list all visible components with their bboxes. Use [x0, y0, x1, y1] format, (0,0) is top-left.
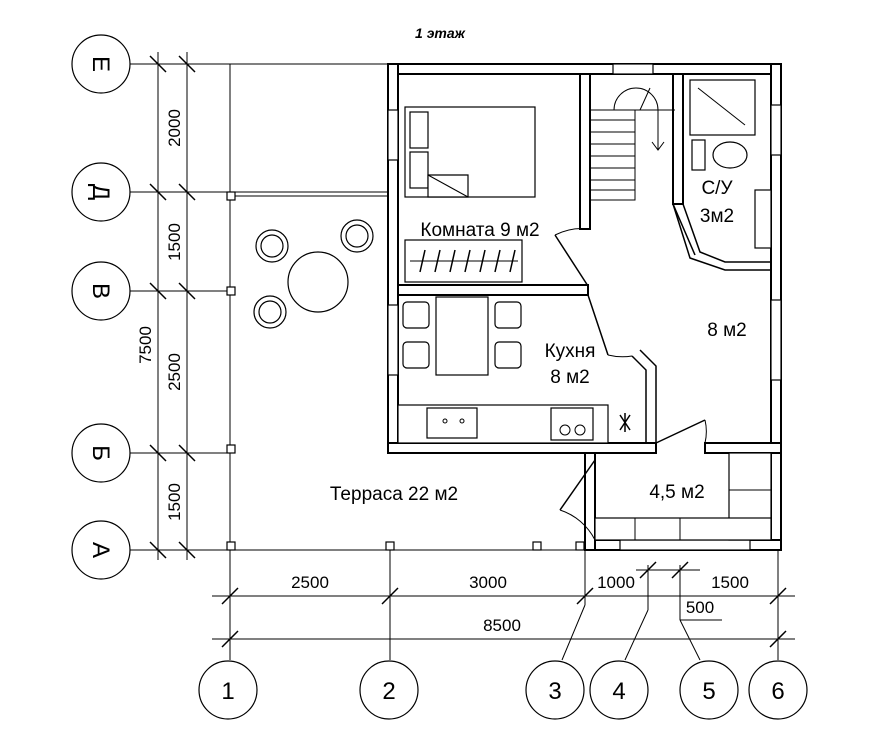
vestibule-furniture — [594, 452, 772, 541]
label-hall: 8 м2 — [707, 320, 746, 341]
horizontal-dimensions: 2500 3000 1000 1500 500 8500 — [291, 573, 749, 635]
terrace-outline — [226, 63, 585, 551]
label-bath-name: С/У — [701, 178, 733, 199]
axis-row-b: Б — [87, 445, 114, 461]
dim-1500: 1500 — [711, 573, 749, 592]
dim-2500: 2500 — [291, 573, 329, 592]
staircase — [589, 87, 675, 201]
axis-col-3: 3 — [548, 678, 561, 705]
label-bath-area: 3м2 — [700, 206, 734, 227]
axis-col-4: 4 — [612, 678, 625, 705]
axis-col-2: 2 — [382, 678, 395, 705]
dim-v-2500: 2500 — [165, 353, 184, 391]
vertical-dimensions: 2000 1500 2500 1500 7500 — [136, 109, 184, 521]
axis-grid — [128, 52, 795, 661]
dim-v-2000: 2000 — [165, 109, 184, 147]
plan-title: 1 этаж — [415, 25, 466, 41]
column-axis-bubbles: 1 2 3 4 5 6 — [198, 660, 808, 720]
axis-row-e: Е — [87, 56, 114, 72]
dim-1000: 1000 — [597, 573, 635, 592]
axis-col-5: 5 — [702, 678, 715, 705]
axis-col-6: 6 — [771, 678, 784, 705]
room-labels: Комната 9 м2 С/У 3м2 8 м2 Кухня 8 м2 4,5… — [330, 178, 747, 505]
dim-v-1500a: 1500 — [165, 223, 184, 261]
dim-total-8500: 8500 — [483, 616, 521, 635]
axis-col-1: 1 — [221, 678, 234, 705]
label-kitchen-area: 8 м2 — [550, 367, 589, 388]
label-vestibule: 4,5 м2 — [649, 482, 704, 503]
bathroom-fixtures — [689, 79, 772, 249]
kitchen-furniture — [397, 296, 631, 444]
terrace-furniture — [253, 219, 374, 329]
bedroom-furniture — [404, 106, 536, 283]
wardrobe-hangers — [419, 249, 516, 273]
doors — [554, 203, 707, 541]
label-room: Комната 9 м2 — [420, 220, 539, 241]
dim-v-total: 7500 — [136, 326, 155, 364]
label-kitchen-name: Кухня — [545, 341, 596, 362]
dim-v-1500b: 1500 — [165, 483, 184, 521]
label-terrace: Терраса 22 м2 — [330, 484, 458, 505]
dim-500: 500 — [686, 598, 714, 617]
house-walls — [387, 63, 782, 551]
axis-row-v: В — [87, 283, 114, 299]
row-axis-bubbles: Е Д В Б А — [71, 34, 131, 580]
dim-3000: 3000 — [469, 573, 507, 592]
dimension-ticks — [149, 55, 787, 648]
axis-row-d: Д — [87, 184, 114, 200]
axis-row-a: А — [87, 542, 114, 558]
